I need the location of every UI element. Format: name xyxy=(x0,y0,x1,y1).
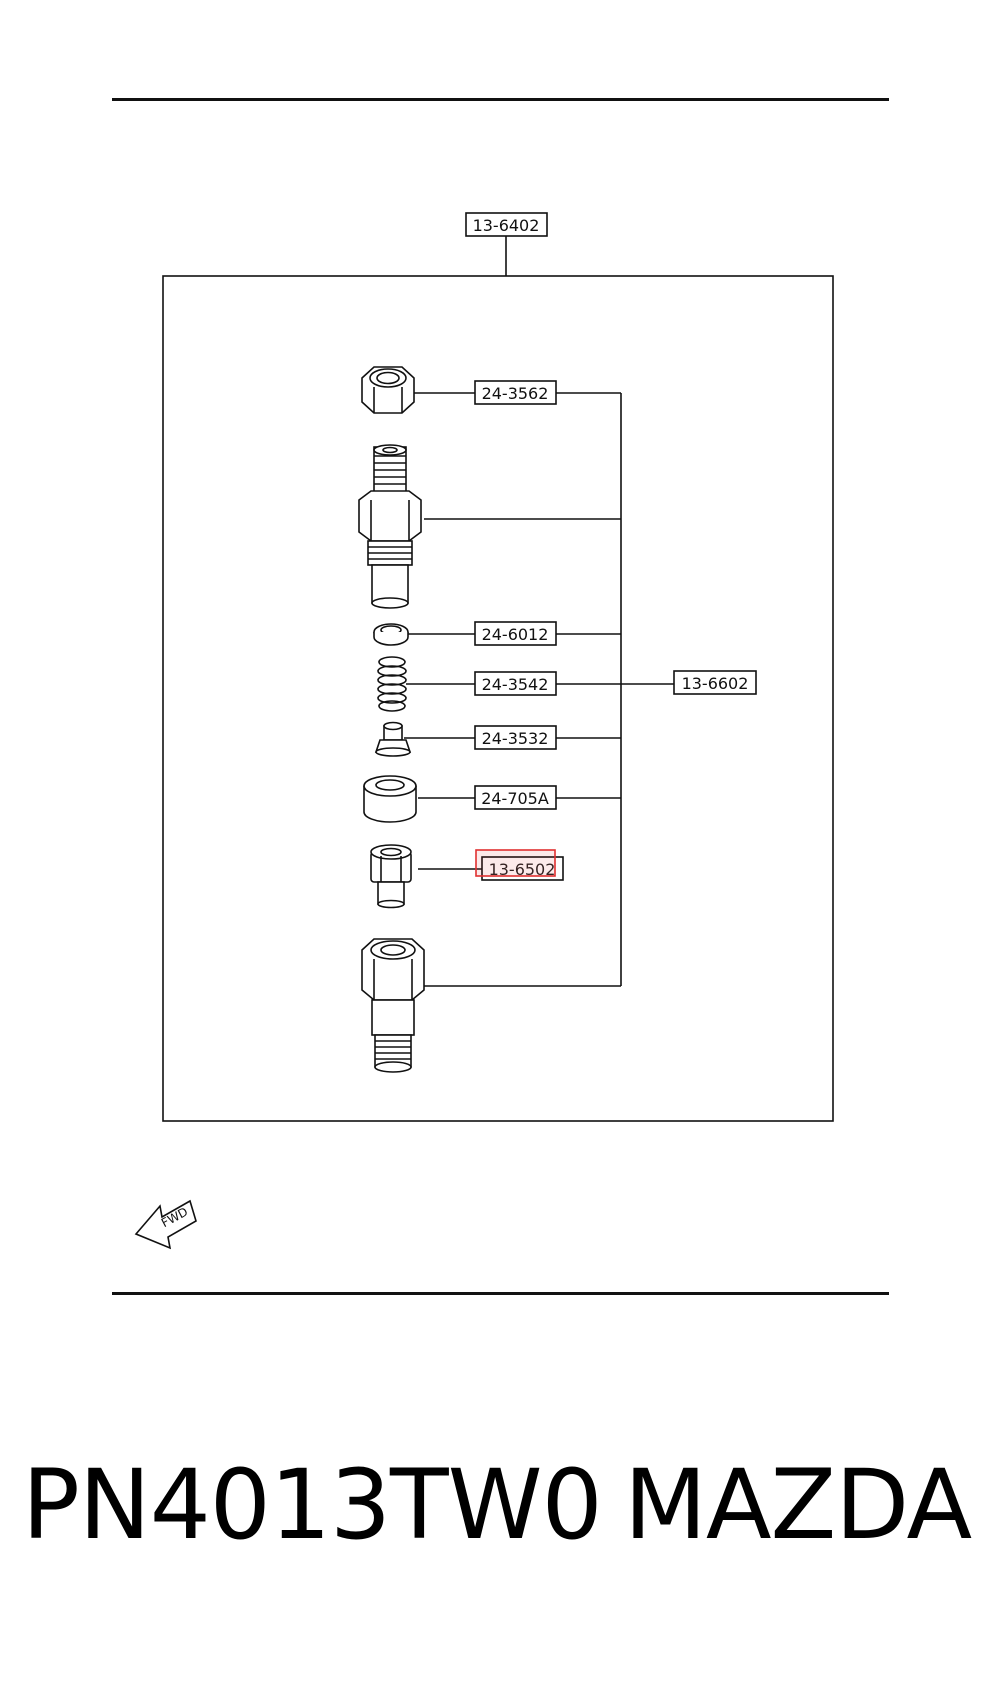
callout-box-1 xyxy=(474,380,557,405)
spring-part xyxy=(377,656,407,712)
fwd-arrow-icon: FWD xyxy=(134,1199,197,1250)
kit-label: 13-6602 xyxy=(682,674,749,693)
brand-name: MAZDA xyxy=(624,1449,972,1561)
nozzle-tip-part xyxy=(370,844,412,909)
callout-box-5 xyxy=(474,785,557,810)
footer: PN4013TW0 MAZDA xyxy=(20,1445,980,1565)
callout-box-6 xyxy=(481,856,564,881)
callout-box-4 xyxy=(474,725,557,750)
highlight-box xyxy=(475,849,556,877)
bottom-divider xyxy=(112,1292,889,1295)
washer-part xyxy=(373,623,409,646)
collar-part xyxy=(363,775,417,823)
injector-body-part xyxy=(358,444,422,609)
top-divider xyxy=(112,98,889,101)
callout-label-5: 24-705A xyxy=(481,789,549,808)
callout-label-1: 24-3562 xyxy=(482,384,549,403)
assembly-label-box xyxy=(465,212,548,237)
spacer-part xyxy=(374,721,412,757)
nut-part xyxy=(361,366,415,414)
callout-label-4: 24-3532 xyxy=(482,729,549,748)
callout-label-2: 24-6012 xyxy=(482,625,549,644)
kit-label-box xyxy=(673,670,757,695)
callout-box-2 xyxy=(474,621,557,646)
assembly-label: 13-6402 xyxy=(473,216,540,235)
callout-box-3 xyxy=(474,671,557,696)
callout-label-6: 13-6502 xyxy=(489,860,556,879)
callout-label-3: 24-3542 xyxy=(482,675,549,694)
part-number: PN4013TW0 xyxy=(22,1449,603,1561)
nozzle-holder-part xyxy=(361,938,425,1073)
assembly-frame xyxy=(162,275,834,1122)
